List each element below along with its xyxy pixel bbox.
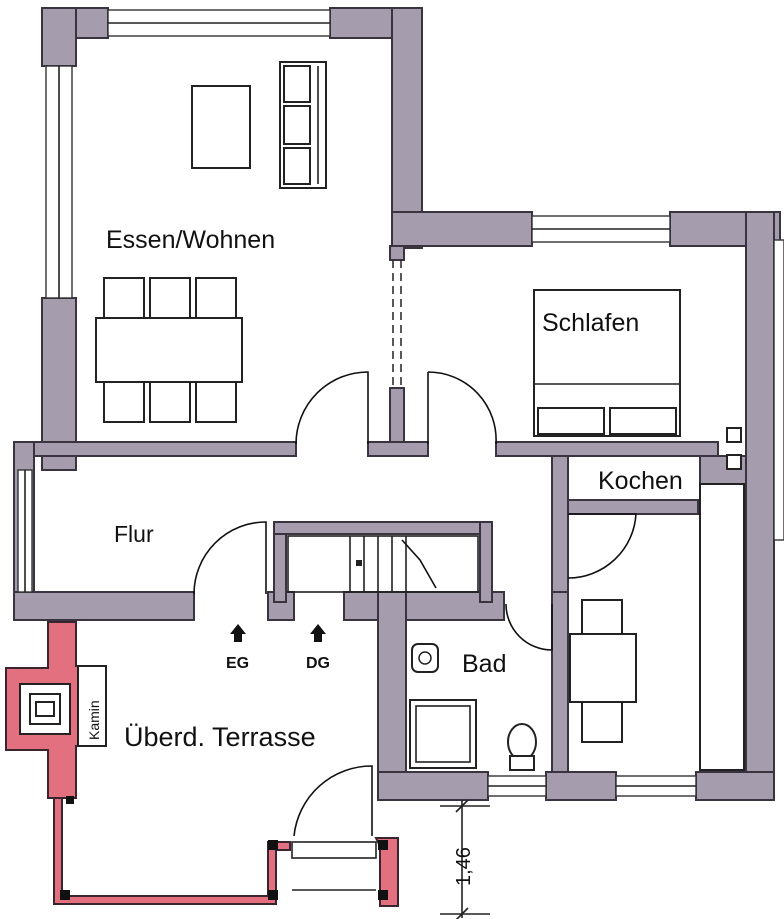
chimney-label-box	[77, 665, 107, 747]
living-furniture	[95, 61, 327, 423]
staircase	[230, 535, 479, 642]
room-label-living: Essen/Wohnen	[106, 226, 275, 254]
bedroom-furniture	[533, 289, 681, 437]
terrace	[5, 621, 399, 907]
kitchen-counter	[699, 483, 745, 771]
room-label-hall: Flur	[114, 521, 154, 547]
room-label-bedroom: Schlafen	[542, 309, 639, 337]
room-label-bath: Bad	[462, 650, 506, 678]
room-label-terrace: Überd. Terrasse	[124, 722, 316, 752]
stair-label-eg: EG	[226, 655, 249, 672]
washbasin	[411, 643, 439, 673]
windows	[17, 9, 784, 797]
sliding-door	[392, 260, 402, 388]
dimension	[440, 799, 490, 919]
bathroom-fixtures	[409, 643, 537, 771]
shower	[409, 699, 477, 769]
dining-table	[95, 317, 243, 383]
living-cabinet	[191, 85, 251, 169]
kitchen-furniture	[569, 483, 745, 771]
dimension-label: 1,46	[453, 847, 475, 886]
toilet	[507, 723, 537, 761]
stair-arrow-eg-icon	[230, 624, 246, 642]
labels: Essen/Wohnen Schlafen Kochen Flur Bad Üb…	[86, 226, 683, 886]
chimney-label: Kamin	[86, 700, 102, 740]
doors	[193, 371, 637, 837]
room-label-kitchen: Kochen	[598, 467, 683, 495]
kitchen-table	[569, 633, 637, 703]
stair-label-dg: DG	[306, 655, 330, 672]
stair-arrow-dg-icon	[310, 624, 326, 642]
